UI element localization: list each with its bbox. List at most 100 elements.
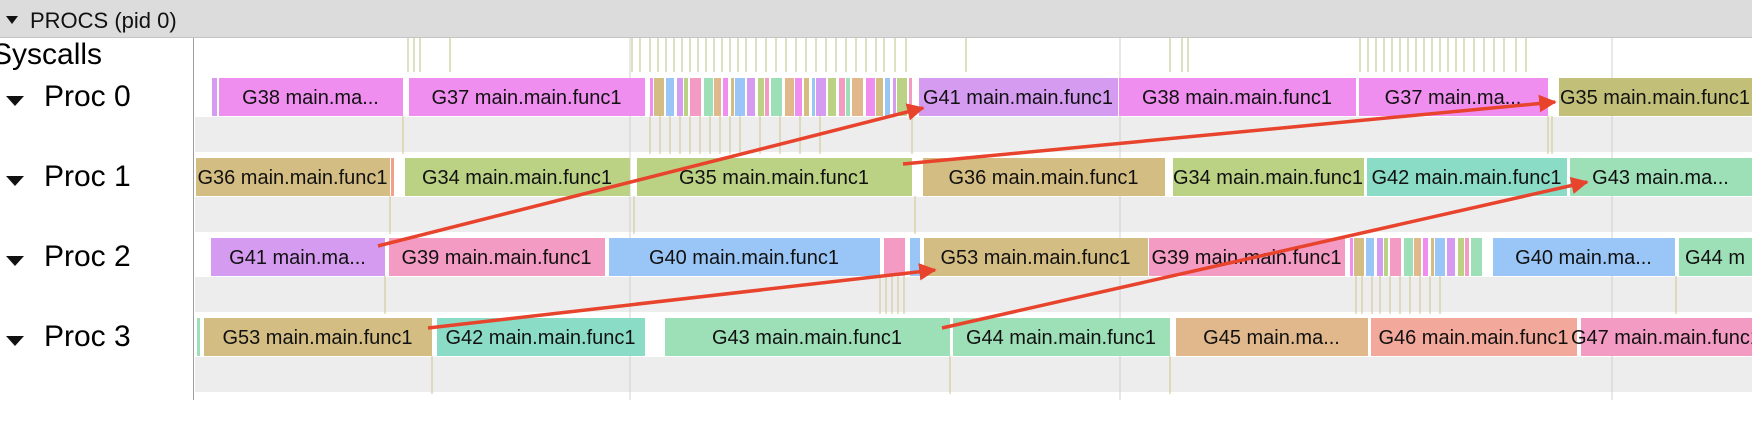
thread-slice[interactable]	[408, 78, 645, 116]
thread-slice-small[interactable]	[212, 78, 217, 116]
thread-slice-small[interactable]	[666, 78, 674, 116]
thread-slice-small[interactable]	[758, 78, 764, 116]
thread-slice-small[interactable]	[677, 78, 683, 116]
thread-slice-small[interactable]	[910, 238, 920, 276]
slice-label: G36 main.main.func1	[948, 167, 1138, 189]
thread-slice-small[interactable]	[1404, 238, 1413, 276]
thread-slice[interactable]	[1678, 238, 1752, 276]
thread-slice[interactable]	[1175, 318, 1368, 356]
thread-slice[interactable]	[918, 78, 1118, 116]
thread-slice-small[interactable]	[1384, 238, 1388, 276]
thread-slice-small[interactable]	[795, 78, 802, 116]
thread-slice-small[interactable]	[1390, 238, 1401, 276]
thread-slice-small[interactable]	[690, 78, 701, 116]
thread-slice[interactable]	[923, 238, 1148, 276]
thread-slice-small[interactable]	[897, 78, 907, 116]
thread-slice-small[interactable]	[828, 78, 836, 116]
thread-slice-small[interactable]	[1377, 238, 1383, 276]
thread-slice-small[interactable]	[684, 78, 688, 116]
thread-slice[interactable]	[1370, 318, 1577, 356]
thread-slice[interactable]	[1118, 78, 1356, 116]
thread-slice-small[interactable]	[846, 78, 850, 116]
thread-slice-small[interactable]	[909, 78, 912, 116]
thread-slice[interactable]	[218, 78, 403, 116]
thread-slice-small[interactable]	[391, 158, 394, 196]
thread-slice-small[interactable]	[884, 238, 905, 276]
thread-slice-small[interactable]	[852, 78, 863, 116]
thread-slice-small[interactable]	[1354, 238, 1364, 276]
thread-slice-small[interactable]	[816, 78, 826, 116]
thread-slice[interactable]	[388, 238, 605, 276]
triangle-down-icon[interactable]	[6, 256, 24, 266]
thread-slice-small[interactable]	[804, 78, 809, 116]
thread-slice-small[interactable]	[1423, 238, 1428, 276]
slice-label: G37 main.main.func1	[431, 87, 621, 109]
thread-slice-small[interactable]	[1366, 238, 1374, 276]
thread-slice[interactable]	[1569, 158, 1752, 196]
slice-label: G45 main.ma...	[1203, 327, 1340, 349]
thread-slice[interactable]	[664, 318, 950, 356]
thread-slice-small[interactable]	[731, 78, 734, 116]
thread-slice-small[interactable]	[714, 78, 721, 116]
slice-label: G53 main.main.func1	[222, 327, 412, 349]
thread-slice-small[interactable]	[704, 78, 713, 116]
slice-label: G34 main.main.func1	[422, 167, 612, 189]
thread-slice[interactable]	[404, 158, 630, 196]
thread-slice-small[interactable]	[654, 78, 664, 116]
thread-slice-small[interactable]	[723, 78, 728, 116]
triangle-down-icon[interactable]	[6, 96, 24, 106]
thread-slice[interactable]	[1580, 318, 1752, 356]
thread-slice-small[interactable]	[747, 78, 755, 116]
slice-label: G38 main.main.func1	[1142, 87, 1332, 109]
thread-slice-small[interactable]	[839, 78, 845, 116]
thread-slice-small[interactable]	[876, 78, 883, 116]
slice-label: G46 main.main.func1	[1378, 327, 1568, 349]
proc-3-subtrack	[195, 357, 1752, 392]
thread-slice[interactable]	[1492, 238, 1675, 276]
thread-slice[interactable]	[952, 318, 1170, 356]
thread-slice[interactable]	[195, 158, 390, 196]
triangle-down-icon[interactable]	[6, 336, 24, 346]
thread-slice[interactable]	[1558, 78, 1752, 116]
slice-label: G37 main.ma...	[1385, 87, 1522, 109]
slice-label: G43 main.main.func1	[712, 327, 902, 349]
thread-slice-small[interactable]	[197, 318, 200, 356]
thread-slice-small[interactable]	[866, 78, 875, 116]
thread-slice-small[interactable]	[650, 78, 653, 116]
thread-slice-small[interactable]	[735, 78, 745, 116]
slice-label: G41 main.main.func1	[923, 87, 1113, 109]
thread-slice-small[interactable]	[1458, 238, 1464, 276]
proc-0-label-text: Proc 0	[44, 80, 131, 113]
triangle-down-icon[interactable]	[6, 16, 18, 24]
thread-slice[interactable]	[1366, 158, 1567, 196]
thread-slice[interactable]	[210, 238, 385, 276]
thread-slice-small[interactable]	[893, 78, 896, 116]
thread-slice-small[interactable]	[1431, 238, 1434, 276]
thread-slice-small[interactable]	[771, 78, 782, 116]
track-labels-panel: Syscalls Proc 0 Proc 1 Proc 2 Proc 3	[0, 38, 194, 400]
process-header[interactable]: PROCS (pid 0)	[0, 0, 1752, 38]
thread-slice-small[interactable]	[785, 78, 794, 116]
slice-label: G43 main.ma...	[1592, 167, 1729, 189]
syscalls-label: Syscalls	[0, 38, 102, 72]
thread-slice-small[interactable]	[1435, 238, 1445, 276]
thread-slice-small[interactable]	[1414, 238, 1421, 276]
slice-label: G40 main.ma...	[1515, 247, 1652, 269]
triangle-down-icon[interactable]	[6, 176, 24, 186]
thread-slice[interactable]	[1172, 158, 1364, 196]
thread-slice-small[interactable]	[765, 78, 769, 116]
thread-slice[interactable]	[636, 158, 912, 196]
thread-slice[interactable]	[1358, 78, 1548, 116]
thread-slice[interactable]	[922, 158, 1165, 196]
slice-label: G35 main.main.func1	[679, 167, 869, 189]
thread-slice-small[interactable]	[1471, 238, 1482, 276]
thread-slice-small[interactable]	[885, 78, 890, 116]
thread-slice-small[interactable]	[1447, 238, 1455, 276]
thread-slice[interactable]	[203, 318, 432, 356]
thread-slice-small[interactable]	[1465, 238, 1469, 276]
thread-slice-small[interactable]	[812, 78, 815, 116]
thread-slice-small[interactable]	[1350, 238, 1353, 276]
thread-slice[interactable]	[608, 238, 880, 276]
